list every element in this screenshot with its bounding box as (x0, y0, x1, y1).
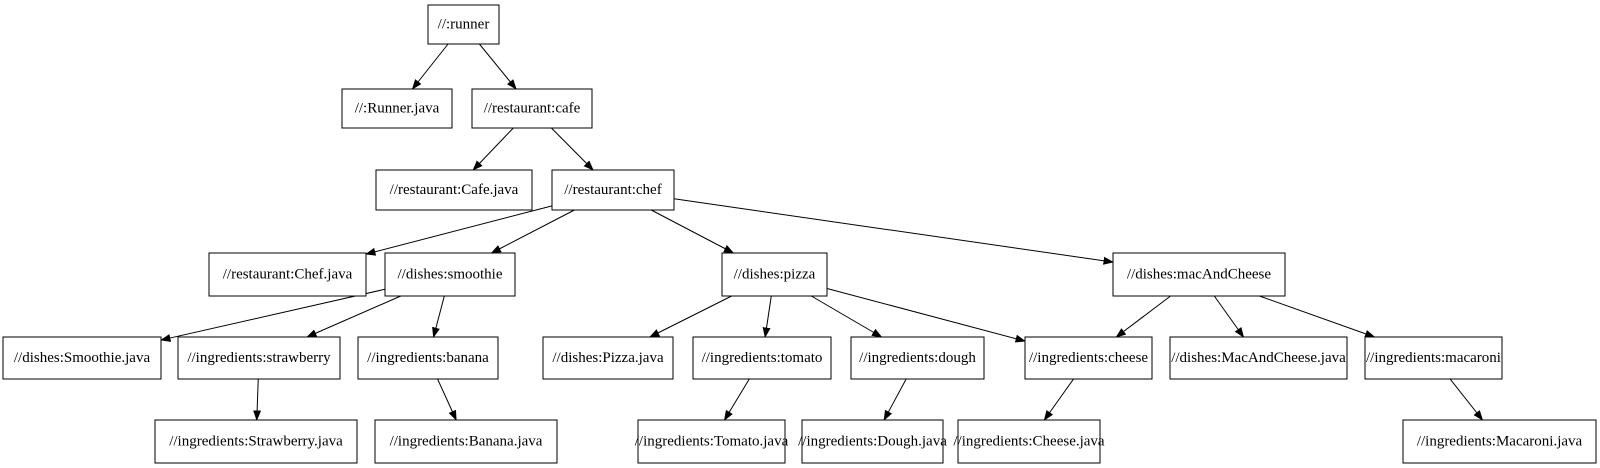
edge-pizza-to-pizzaJava (648, 295, 732, 338)
graph-node-box (154, 419, 358, 464)
graph-node-box (637, 419, 786, 464)
graph-node-label: //dishes:macAndCheese (1127, 267, 1271, 283)
graph-node-box (801, 419, 944, 464)
edge-cheese-to-cheeseJava (1043, 378, 1074, 421)
graph-node-label: //ingredients:Strawberry.java (169, 434, 343, 450)
graph-node-smoothieJava: //dishes:Smoothie.java (2, 336, 162, 380)
edge-runner-to-runnerJava (411, 43, 449, 90)
graph-node-macaroniJava: //ingredients:Macaroni.java (1402, 419, 1597, 464)
graph-node-label: //ingredients:Banana.java (390, 434, 543, 450)
graph-node-cheese: //ingredients:cheese (1024, 336, 1153, 380)
edge-pizza-to-tomato (762, 295, 772, 338)
graph-node-cafe: //restaurant:cafe (471, 88, 593, 129)
graph-node-smoothie: //dishes:smoothie (384, 252, 516, 297)
graph-node-box (374, 419, 558, 464)
graph-node-label: //ingredients:Tomato.java (635, 434, 789, 450)
graph-node-box (1169, 336, 1348, 380)
graph-node-box (427, 4, 500, 45)
edge-smoothie-to-smoothieJava (160, 288, 386, 342)
edge-macaroni-to-macaroniJava (1449, 378, 1484, 421)
graph-node-label: //ingredients:dough (859, 350, 976, 366)
graph-node-macAndCheese: //dishes:macAndCheese (1112, 252, 1286, 297)
graph-node-box (1024, 336, 1153, 380)
graph-node-box (384, 252, 516, 297)
graph-node-label: //restaurant:chef (564, 182, 661, 198)
edge-tomato-to-tomatoJava (723, 378, 750, 421)
graph-node-box (1402, 419, 1597, 464)
graph-node-label: //ingredients:Macaroni.java (1417, 434, 1583, 450)
graph-node-box (1364, 336, 1503, 380)
graph-node-box (542, 336, 674, 380)
graph-node-label: //restaurant:cafe (484, 101, 581, 117)
edge-strawberry-to-strawberryJava (253, 378, 262, 421)
graph-node-label: //:runner (438, 17, 490, 33)
edge-pizza-to-cheese (826, 287, 1026, 343)
graph-node-strawberry: //ingredients:strawberry (177, 336, 341, 380)
nodes-layer: //:runner //:Runner.java //restaurant:cafe… (2, 4, 1597, 464)
edge-dough-to-doughJava (883, 378, 907, 421)
graph-node-box (721, 252, 828, 297)
graph-node-macaroni: //ingredients:macaroni (1364, 336, 1503, 380)
edges-layer (160, 43, 1484, 421)
graph-node-chef: //restaurant:chef (551, 169, 675, 211)
graph-node-cheeseJava: //ingredients:Cheese.java (953, 419, 1105, 464)
graph-node-label: //ingredients:banana (367, 350, 489, 366)
graph-node-label: //ingredients:Cheese.java (953, 434, 1105, 450)
graph-node-box (850, 336, 985, 380)
edge-smoothie-to-strawberry (306, 295, 402, 338)
graph-node-box (471, 88, 593, 129)
edge-chef-to-macAndCheese (673, 198, 1114, 265)
graph-node-box (692, 336, 832, 380)
graph-node-chefJava: //restaurant:Chef.java (208, 252, 367, 297)
graph-node-label: //ingredients:Dough.java (798, 434, 947, 450)
graph-node-runner: //:runner (427, 4, 500, 45)
edge-chef-to-chefJava (365, 205, 553, 256)
graph-node-pizza: //dishes:pizza (721, 252, 828, 297)
graph-node-box (375, 169, 533, 211)
edge-smoothie-to-banana (432, 295, 445, 338)
graph-node-box (341, 88, 453, 129)
graph-node-label: //:Runner.java (355, 101, 440, 117)
graph-node-pizzaJava: //dishes:Pizza.java (542, 336, 674, 380)
graph-node-label: //dishes:Pizza.java (552, 350, 664, 366)
graph-node-box (177, 336, 341, 380)
graph-node-bananaJava: //ingredients:Banana.java (374, 419, 558, 464)
edge-runner-to-cafe (479, 43, 517, 90)
graph-node-label: //dishes:Smoothie.java (14, 350, 151, 366)
edge-pizza-to-dough (811, 295, 883, 338)
graph-node-label: //restaurant:Chef.java (223, 267, 353, 283)
graph-node-runnerJava: //:Runner.java (341, 88, 453, 129)
graph-node-box (957, 419, 1101, 464)
edge-macAndCheese-to-cheese (1115, 295, 1171, 338)
graph-node-dough: //ingredients:dough (850, 336, 985, 380)
graph-node-label: //ingredients:strawberry (187, 350, 331, 366)
edge-macAndCheese-to-macaroni (1259, 295, 1376, 338)
graph-node-label: //ingredients:tomato (702, 350, 823, 366)
graph-node-label: //ingredients:macaroni (1366, 350, 1501, 366)
graph-node-box (2, 336, 162, 380)
graph-node-label: //dishes:MacAndCheese.java (1171, 350, 1346, 366)
graph-node-doughJava: //ingredients:Dough.java (798, 419, 947, 464)
edge-chef-to-pizza (650, 209, 735, 254)
graph-node-cafeJava: //restaurant:Cafe.java (375, 169, 533, 211)
graph-node-strawberryJava: //ingredients:Strawberry.java (154, 419, 358, 464)
edge-cafe-to-chef (551, 127, 594, 171)
graph-node-macAndCheeseJava: //dishes:MacAndCheese.java (1169, 336, 1348, 380)
graph-node-box (357, 336, 499, 380)
graph-node-box (551, 169, 675, 211)
graph-node-box (1112, 252, 1286, 297)
edge-chef-to-smoothie (490, 209, 575, 254)
graph-node-label: //dishes:smoothie (398, 267, 503, 283)
graph-node-tomato: //ingredients:tomato (692, 336, 832, 380)
graph-node-label: //restaurant:Cafe.java (390, 182, 519, 198)
graph-node-box (208, 252, 367, 297)
graph-node-banana: //ingredients:banana (357, 336, 499, 380)
graph-node-tomatoJava: //ingredients:Tomato.java (635, 419, 789, 464)
edge-macAndCheese-to-macAndCheeseJava (1213, 295, 1245, 338)
graph-node-label: //ingredients:cheese (1029, 350, 1148, 366)
edge-banana-to-bananaJava (437, 378, 457, 421)
graph-node-label: //dishes:pizza (734, 267, 816, 283)
edge-cafe-to-cafeJava (472, 127, 514, 171)
